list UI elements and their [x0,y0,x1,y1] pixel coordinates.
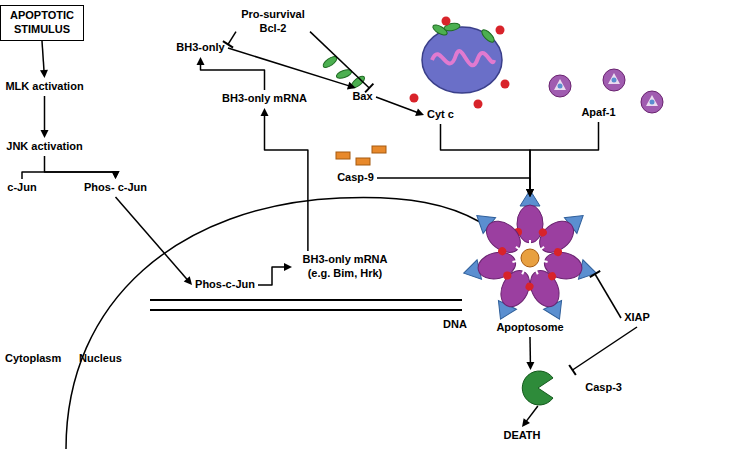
connector [42,41,44,71]
node-text: BH3-only mRNA [222,92,307,106]
mitochondrion [422,22,502,93]
arrow-head [526,189,534,197]
pathway-label: Casp-9 [334,169,377,187]
pathway-label: DEATH [500,427,544,445]
pathway-label: Phos- c-Jun [81,179,150,197]
connector [22,172,116,179]
connector [310,32,369,88]
pathway-label: Casp-3 [520,370,625,406]
connector [526,406,538,421]
node-text: Pro-survival Bcl-2 [239,8,307,36]
connector [530,122,599,190]
node-text: JNK activation [6,140,82,154]
node-text: BH3-only mRNA (e.g. Bim, Hrk) [295,253,395,281]
region-label: DNA [441,317,469,331]
arrow-head [526,189,534,197]
node-text: c-Jun [7,181,36,195]
pathway-label: JNK activation [3,138,86,156]
region-label: Cytoplasm [3,351,63,365]
pathway-label: Bax [349,88,376,106]
connector [201,64,265,90]
connector [376,97,417,113]
node-text: DEATH [503,429,540,443]
pathway-label: Apaf-1 [578,104,619,122]
pathway-label: BH3-only [173,39,228,57]
connector [116,197,188,280]
connector [377,178,530,190]
connector [441,124,531,190]
node-text: APOPTOTIC STIMULUS [4,9,80,37]
arrow-head [526,189,534,197]
pathway-label: Phos-c-Jun [192,276,258,294]
arrow-head [526,362,534,370]
pathway-label: c-Jun [4,179,40,197]
pathway-label: Pro-survival Bcl-2 [236,6,310,38]
node-text: Phos- c-Jun [84,181,147,195]
node-text: BH3-only [176,41,224,55]
arrow-head [197,57,205,65]
connector [529,337,531,363]
connector [258,267,285,285]
node-text: Apoptosome [496,321,563,335]
node-text: Bax [352,90,372,104]
node-text: XIAP [624,311,650,325]
connector [44,96,46,131]
stimulus-box: APOPTOTIC STIMULUS [0,5,84,41]
node-text: MLK activation [5,80,83,94]
arrow-head [522,418,530,427]
connector [228,32,236,45]
region-label: Nucleus [77,351,124,365]
node-text: Casp-3 [585,381,622,395]
arrow-head [284,263,292,271]
connector [573,327,638,370]
arrow-head [261,108,269,116]
connector [265,115,308,251]
pathway-label: MLK activation [2,78,87,96]
node-text: Casp-9 [337,171,374,185]
pathway-label: BH3-only mRNA [219,90,310,108]
nuclear-envelope [66,197,480,449]
node-text: Apaf-1 [581,106,615,120]
connector [228,48,349,86]
pathway-label: BH3-only mRNA (e.g. Bim, Hrk) [292,251,398,283]
dna-strand [150,299,462,301]
dna-strand [150,309,462,311]
apoptosome-node: Apoptosome [465,197,595,337]
apoptosome-wheel [461,190,600,326]
casp3-symbol [522,371,553,405]
arrow-head [41,130,49,138]
pathway-label: Cyt c [424,106,457,124]
connector [45,156,116,172]
node-text: Cyt c [427,108,454,122]
pathway-label: XIAP [621,309,653,327]
node-text: Phos-c-Jun [195,278,255,292]
connector [595,274,621,318]
